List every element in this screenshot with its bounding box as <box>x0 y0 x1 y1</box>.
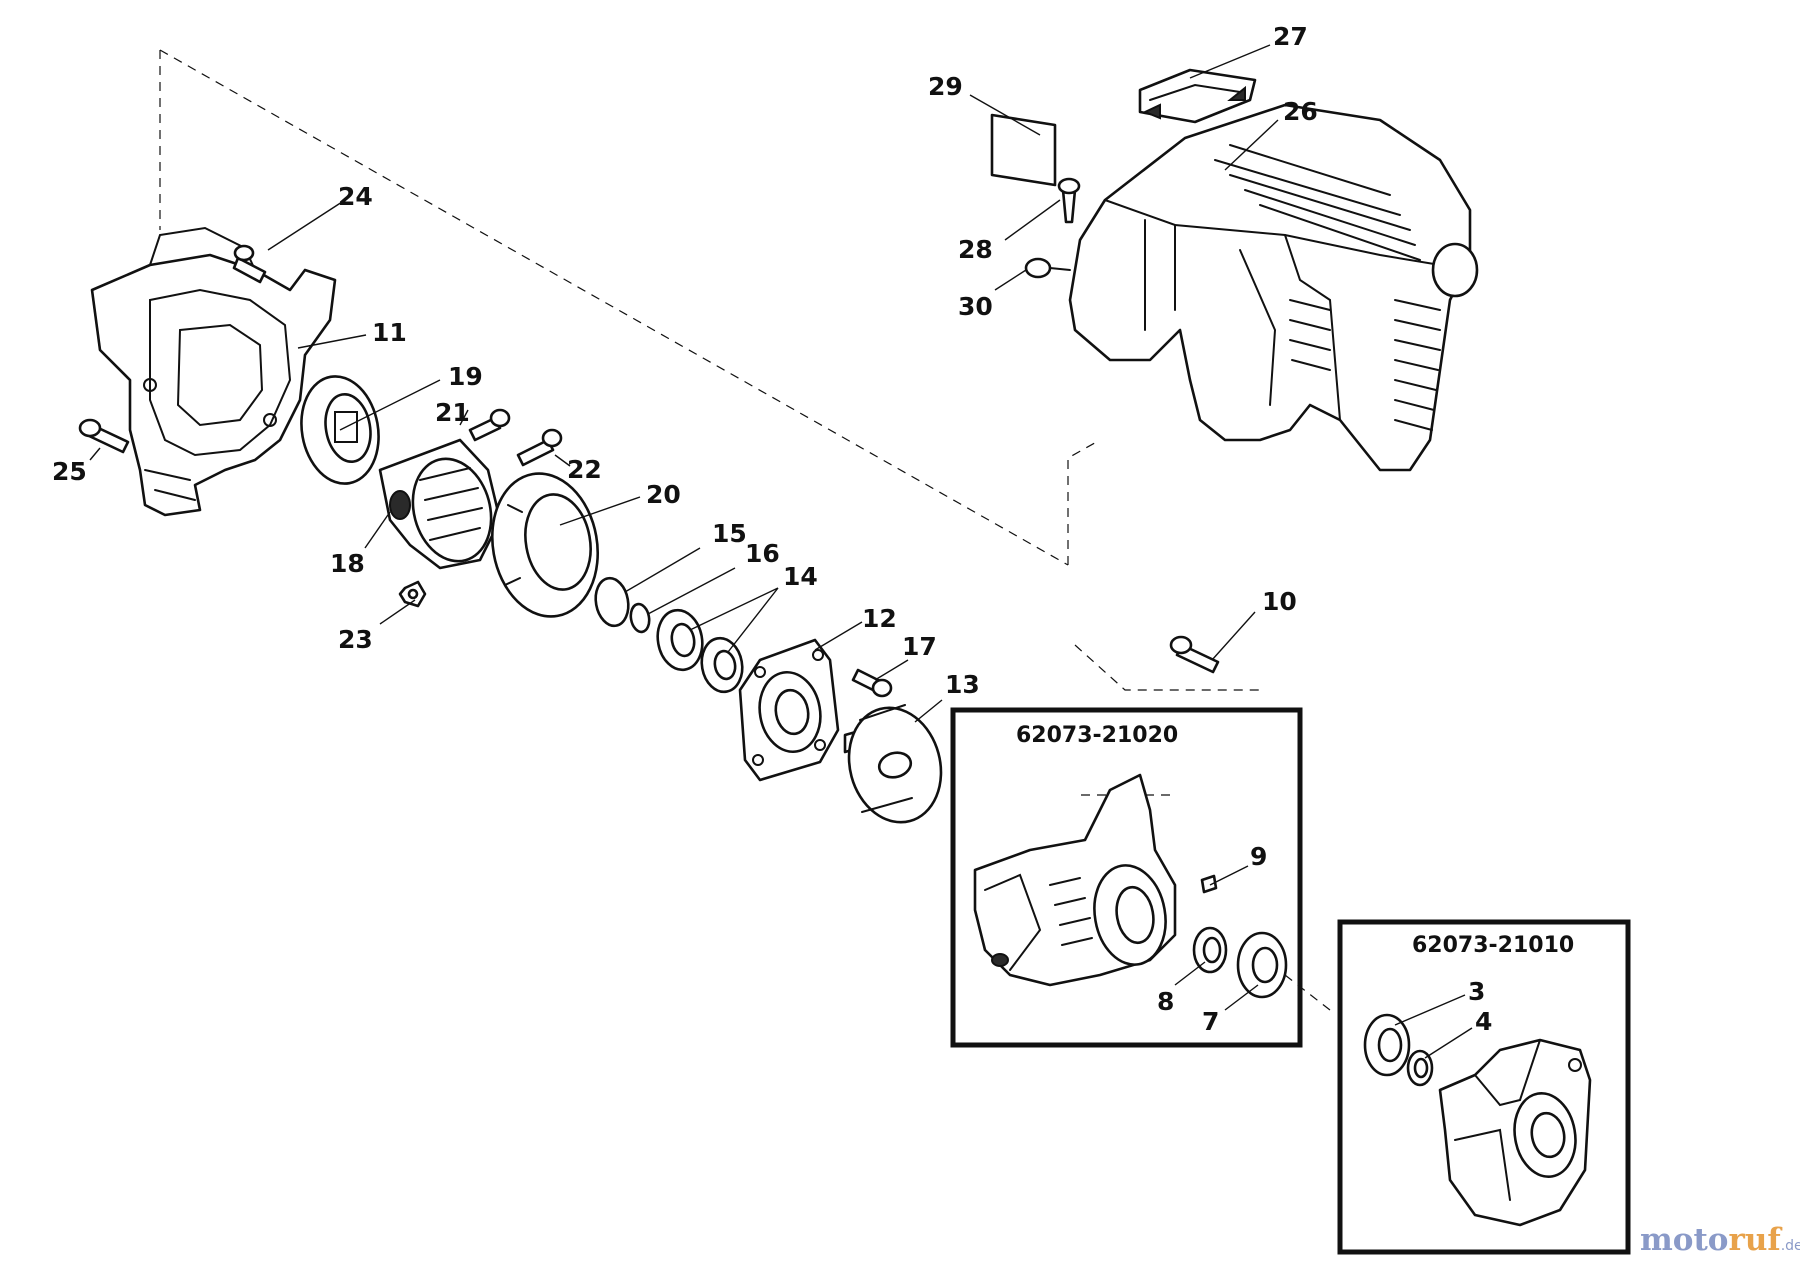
callout-14: 14 <box>783 562 818 591</box>
part-18-clutch-assembly <box>378 438 502 570</box>
part-28-screw <box>1057 177 1081 224</box>
callout-18: 18 <box>330 549 365 578</box>
callout-22: 22 <box>567 455 602 484</box>
callout-26: 26 <box>1283 97 1318 126</box>
callout-19: 19 <box>448 362 483 391</box>
part-23-nut <box>398 580 427 608</box>
part-21-screw <box>468 408 511 442</box>
guide-line-diagonal <box>159 49 1069 566</box>
kit-box-62073-21020: 62073-21020 <box>950 707 1303 1048</box>
callout-27: 27 <box>1273 22 1308 51</box>
part-14-bearing-a <box>656 608 704 672</box>
kit-label-b: 62073-21010 <box>1412 933 1574 958</box>
callout-11: 11 <box>372 318 407 347</box>
kit-label-a: 62073-21020 <box>1016 723 1178 748</box>
callout-23: 23 <box>338 625 373 654</box>
guide-line-kit-b <box>1284 974 1331 1011</box>
part-29-label <box>990 113 1057 187</box>
callout-7: 7 <box>1202 1007 1219 1036</box>
callouts: 24 11 25 19 21 22 18 23 20 15 16 14 12 1… <box>52 22 1492 1036</box>
leader-lines <box>89 44 1473 1059</box>
callout-30: 30 <box>958 292 993 321</box>
part-20-clutch-drum <box>490 472 600 618</box>
part-12-bearing-plate <box>738 638 840 782</box>
callout-12: 12 <box>862 604 897 633</box>
watermark-logo: motoruf.de <box>1640 1222 1800 1258</box>
callout-13: 13 <box>945 670 980 699</box>
guide-line-right <box>1067 439 1101 565</box>
assembly-guides <box>159 49 1331 1011</box>
callout-3: 3 <box>1468 977 1485 1006</box>
callout-24: 24 <box>338 182 373 211</box>
part-13-drum <box>843 704 943 824</box>
callout-16: 16 <box>745 539 780 568</box>
guide-line-kit-a <box>1074 644 1262 691</box>
callout-4: 4 <box>1475 1007 1492 1036</box>
part-15-snap-ring <box>594 576 630 628</box>
part-22-screw <box>516 428 563 467</box>
callout-10: 10 <box>1262 587 1297 616</box>
part-24-screw <box>232 244 267 284</box>
callout-15: 15 <box>712 519 747 548</box>
callout-17: 17 <box>902 632 937 661</box>
kit-box-62073-21010: 62073-21010 <box>1337 919 1631 1255</box>
part-10-screw <box>1169 635 1220 674</box>
callout-28: 28 <box>958 235 993 264</box>
watermark: motoruf.de <box>1640 1222 1800 1258</box>
part-11-clutch-housing <box>90 226 337 517</box>
part-26-engine-cover <box>1068 103 1479 472</box>
part-9-pin <box>1200 874 1218 894</box>
callout-8: 8 <box>1157 987 1174 1016</box>
part-16-washer <box>629 602 651 634</box>
callout-29: 29 <box>928 72 963 101</box>
part-27-cover-cap <box>1138 68 1257 124</box>
part-25-screw <box>78 418 130 454</box>
callout-21: 21 <box>435 398 470 427</box>
callout-20: 20 <box>646 480 681 509</box>
part-17-screw <box>851 668 893 698</box>
part-14-bearing-b <box>700 636 744 694</box>
callout-25: 25 <box>52 457 87 486</box>
part-30-clip <box>1024 257 1071 279</box>
callout-9: 9 <box>1250 842 1267 871</box>
